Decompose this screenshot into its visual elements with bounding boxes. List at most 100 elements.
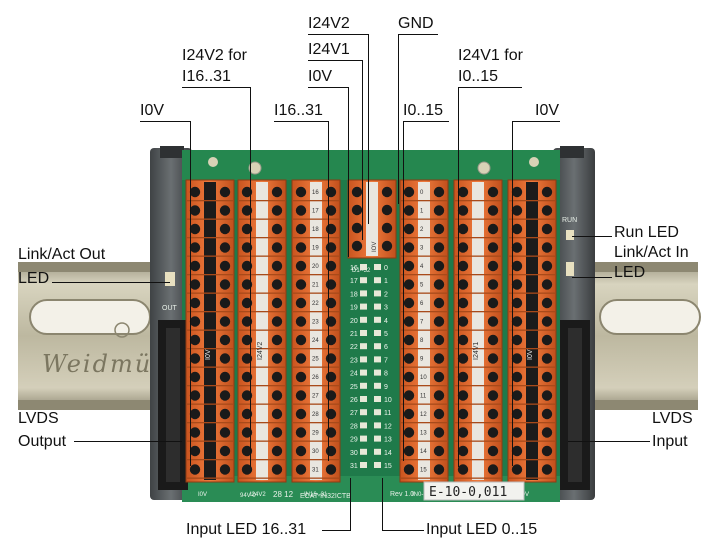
divider (187, 348, 233, 350)
wire-entry (511, 427, 523, 438)
wire-entry (541, 242, 553, 253)
label-link-in-2: LED (614, 264, 646, 281)
strip-label: I24V1 (473, 342, 480, 360)
divider (293, 237, 339, 239)
wire-entry (433, 223, 445, 235)
led-number: 2 (384, 291, 388, 298)
wire-entry (189, 316, 201, 327)
led-number: 24 (350, 371, 358, 378)
terminal-number: 7 (420, 320, 424, 326)
wire-entry (457, 260, 469, 272)
wire-entry (487, 297, 499, 309)
wire-entry (487, 223, 499, 235)
input-led (374, 409, 381, 416)
column-label: D1--32 (352, 268, 371, 274)
wire-entry (403, 260, 415, 272)
wire-entry (219, 408, 231, 420)
wire-entry (381, 240, 393, 252)
input-led (374, 382, 381, 389)
label-i0v-mid: I0V (308, 68, 333, 85)
wire-entry (511, 353, 523, 364)
divider (401, 366, 447, 368)
lvds-output-connector (158, 320, 188, 490)
wire-entry (271, 279, 283, 290)
input-led (360, 382, 367, 389)
wire-entry (433, 445, 445, 457)
divider (509, 403, 555, 405)
divider (455, 366, 501, 368)
wire-entry (295, 408, 307, 420)
led-number: 26 (350, 397, 358, 404)
wire-entry (403, 353, 415, 364)
terminal-number: 19 (312, 246, 319, 252)
wire-entry (403, 390, 415, 401)
leader-led0-15 (382, 530, 424, 531)
wire-entry (403, 445, 415, 457)
terminal-number: 11 (420, 394, 427, 400)
led-number: 15 (384, 463, 392, 470)
divider (401, 459, 447, 461)
wire-entry (433, 186, 445, 198)
wire-entry (241, 445, 253, 457)
wire-entry (295, 316, 307, 327)
leader-i0v-mid-drop (348, 87, 349, 257)
label-i24v2-for-2: I16..31 (182, 68, 231, 85)
input-led (360, 316, 367, 323)
leader-i0v-left (140, 121, 190, 122)
divider (293, 255, 339, 257)
divider (239, 385, 285, 387)
wire-entry (457, 464, 469, 475)
wire-entry (189, 223, 201, 235)
divider (293, 274, 339, 276)
wire-entry (403, 334, 415, 346)
wire-entry (189, 334, 201, 346)
terminal-number: 31 (312, 468, 319, 474)
wire-entry (403, 316, 415, 327)
wire-entry (541, 427, 553, 438)
wire-entry (241, 316, 253, 327)
pcb-text-name: ECAT-IN32ICTB (300, 493, 351, 500)
wire-entry (271, 297, 283, 309)
divider (239, 366, 285, 368)
wire-entry (541, 371, 553, 383)
input-led (360, 356, 367, 363)
lvds-input-connector (560, 320, 590, 490)
divider (455, 440, 501, 442)
divider (187, 403, 233, 405)
wire-entry (241, 297, 253, 309)
label-input-led-0-15: Input LED 0..15 (426, 521, 538, 538)
wire-entry (271, 353, 283, 364)
wire-entry (219, 186, 231, 198)
pcb-text-rev: Rev 1.0 (390, 491, 414, 498)
wire-entry (189, 371, 201, 383)
wire-entry (271, 242, 283, 253)
wire-entry (457, 242, 469, 253)
divider (509, 459, 555, 461)
wire-entry (219, 445, 231, 457)
led-number: 12 (384, 423, 392, 430)
wire-entry (487, 353, 499, 364)
divider (187, 440, 233, 442)
wire-entry (189, 297, 201, 309)
wire-entry (381, 204, 393, 216)
wire-entry (541, 334, 553, 346)
leader-i0v-left-drop (190, 121, 191, 466)
wire-entry (511, 390, 523, 401)
column-label: IN0--15 (412, 492, 433, 498)
input-led (374, 316, 381, 323)
input-led (360, 330, 367, 336)
divider (239, 403, 285, 405)
terminal-number: 5 (420, 283, 424, 289)
terminal-number: 0 (420, 190, 424, 196)
wire-entry (487, 186, 499, 198)
leader-i0-15-drop (403, 121, 404, 461)
terminal-number: 3 (420, 246, 424, 252)
terminal-number: 4 (420, 264, 424, 270)
wire-entry (457, 334, 469, 346)
terminal-number: 1 (420, 209, 424, 215)
wire-entry (487, 427, 499, 438)
wire-entry (433, 408, 445, 420)
divider (293, 385, 339, 387)
terminal-number: 27 (312, 394, 319, 400)
